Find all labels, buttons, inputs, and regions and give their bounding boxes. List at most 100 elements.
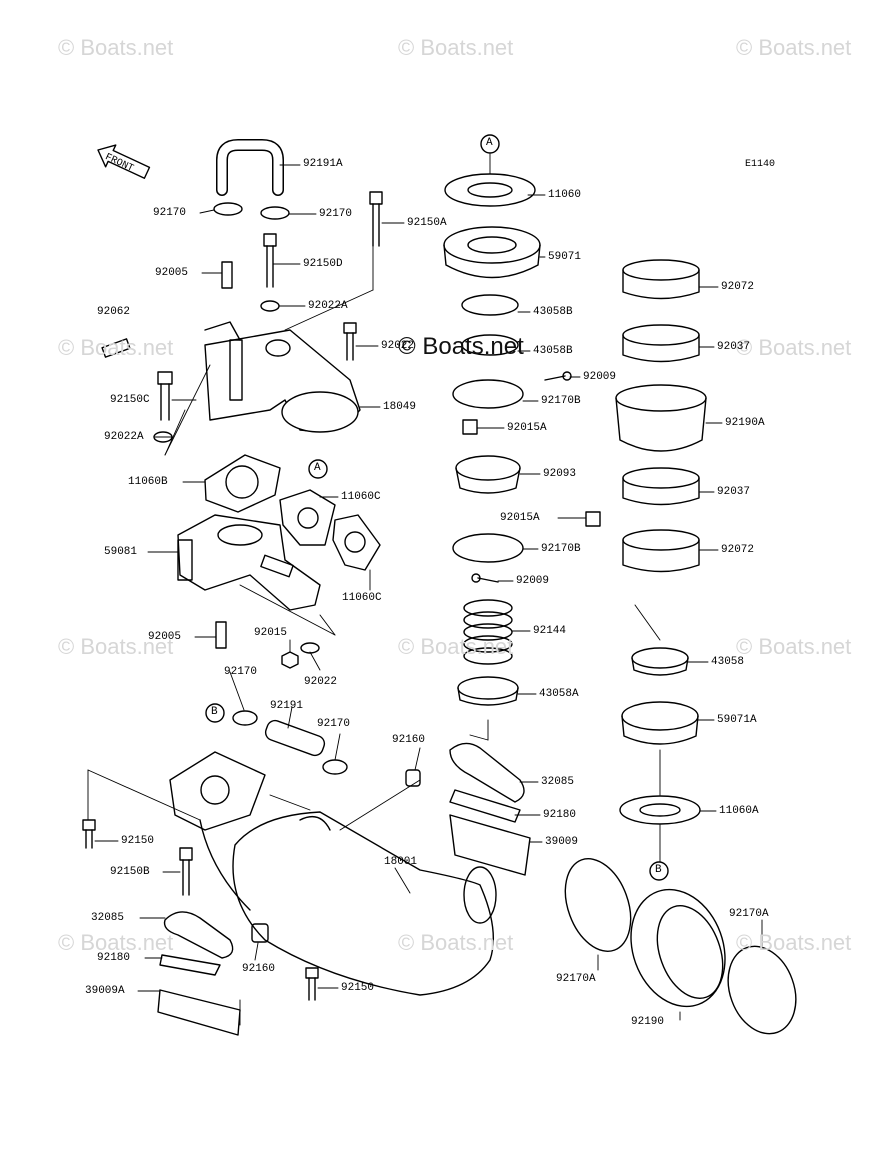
seal-43058 xyxy=(631,647,689,676)
gasket-11060C-a xyxy=(279,489,336,546)
front-arrow-icon xyxy=(97,144,151,179)
screw-92009-upper xyxy=(544,371,572,381)
part-label: 92022 xyxy=(381,340,415,352)
part-label: 92015A xyxy=(500,512,540,524)
bushing-92160-upper xyxy=(405,769,421,787)
clamp-92037-lower xyxy=(622,467,700,506)
part-label: 92009 xyxy=(583,371,617,383)
part-label: 59081 xyxy=(104,546,138,558)
watermark: © Boats.net xyxy=(398,35,514,60)
plate-92180-upper xyxy=(449,789,521,823)
part-label: 43058B xyxy=(533,306,573,318)
part-label: 92170 xyxy=(224,666,258,678)
plate-92180-lower xyxy=(159,954,221,976)
part-label: 92022A xyxy=(104,431,144,443)
part-label: 11060 xyxy=(548,189,582,201)
boot-92190A xyxy=(615,384,707,452)
part-label: 32085 xyxy=(541,776,575,788)
part-label: 92005 xyxy=(148,631,182,643)
ref-marker-label: B xyxy=(211,706,218,718)
hose-92191A xyxy=(216,139,284,196)
part-label: 92015 xyxy=(254,627,288,639)
part-label: 32085 xyxy=(91,912,125,924)
part-label: 92072 xyxy=(721,281,755,293)
part-label: 92160 xyxy=(392,734,426,746)
part-label: 92022A xyxy=(308,300,348,312)
watermark: © Boats.net xyxy=(58,930,174,955)
part-label: 92170 xyxy=(319,208,353,220)
hose-92190 xyxy=(630,888,726,1008)
part-label: 92170A xyxy=(556,973,596,985)
nipple-92005-top xyxy=(221,261,233,289)
bolt-92150-left xyxy=(82,819,96,849)
part-label: 92144 xyxy=(533,625,567,637)
bolt-92150B xyxy=(179,847,193,896)
seal-43058A xyxy=(457,676,519,706)
part-label: 92150 xyxy=(121,835,155,847)
part-label: 39009 xyxy=(545,836,579,848)
watermark: © Boats.net xyxy=(736,634,852,659)
watermark: © Boats.net xyxy=(398,634,514,659)
clamp-92170-left xyxy=(213,202,243,216)
part-label: 92180 xyxy=(97,952,131,964)
ref-marker-B-right xyxy=(649,861,669,881)
lever-32085-upper xyxy=(449,742,525,803)
part-label: 92190 xyxy=(631,1016,665,1028)
washer-92022 xyxy=(300,642,320,654)
ref-marker-B-left xyxy=(205,703,225,723)
pin-92062 xyxy=(101,338,131,358)
ref-marker-A-top xyxy=(480,134,500,154)
nut-92015A-lower xyxy=(585,511,601,527)
bolt-92022 xyxy=(343,322,357,361)
nut-92015 xyxy=(281,651,299,669)
part-label: 59071A xyxy=(717,714,757,726)
part-label: 92005 xyxy=(155,267,189,279)
ref-marker-label: A xyxy=(486,137,493,149)
watermark: © Boats.net xyxy=(736,930,852,955)
part-label: 92191A xyxy=(303,158,343,170)
part-label: 92150D xyxy=(303,258,343,270)
part-label: 92022 xyxy=(304,676,338,688)
clamp-92170A-left xyxy=(564,858,632,952)
cup-92093 xyxy=(455,455,521,494)
part-label: 92170B xyxy=(541,395,581,407)
screw-92009-lower xyxy=(471,573,499,583)
part-label: 92170 xyxy=(317,718,351,730)
part-label: 39009A xyxy=(85,985,125,997)
washer-92022A-top xyxy=(260,300,280,312)
band-92072-lower xyxy=(622,529,700,573)
part-label: 59071 xyxy=(548,251,582,263)
part-label: 92170B xyxy=(541,543,581,555)
muffler-18001 xyxy=(199,811,497,996)
part-label: 92072 xyxy=(721,544,755,556)
bolt-92150C xyxy=(157,371,173,421)
gasket-11060 xyxy=(444,173,536,207)
gasket-11060A xyxy=(619,795,701,825)
clamp-92170-lower-a xyxy=(232,710,258,726)
part-label: 43058A xyxy=(539,688,579,700)
bearing-59071 xyxy=(443,226,541,279)
clamp-92037-upper xyxy=(622,324,700,363)
part-label: 11060C xyxy=(342,592,382,604)
part-label: 11060C xyxy=(341,491,381,503)
part-label: 18001 xyxy=(384,856,418,868)
lever-32085-lower xyxy=(163,911,234,959)
watermark: © Boats.net xyxy=(58,335,174,360)
spring-92144 xyxy=(463,599,513,665)
seal-43058B-a xyxy=(461,294,519,316)
part-label: 92093 xyxy=(543,468,577,480)
part-label: 92180 xyxy=(543,809,577,821)
part-label: 92015A xyxy=(507,422,547,434)
part-label: 92191 xyxy=(270,700,304,712)
bolt-92150D xyxy=(263,233,277,288)
nipple-92005-lower xyxy=(215,621,227,649)
part-label: 92037 xyxy=(717,486,751,498)
watermark: © Boats.net xyxy=(736,335,852,360)
part-label: 92150B xyxy=(110,866,150,878)
part-label: 92150 xyxy=(341,982,375,994)
exhaust-elbow-18049 xyxy=(204,321,361,433)
ref-marker-label: A xyxy=(314,462,321,474)
clip-92170B-lower xyxy=(452,533,524,563)
part-label: 92170 xyxy=(153,207,187,219)
watermark: © Boats.net xyxy=(736,35,852,60)
